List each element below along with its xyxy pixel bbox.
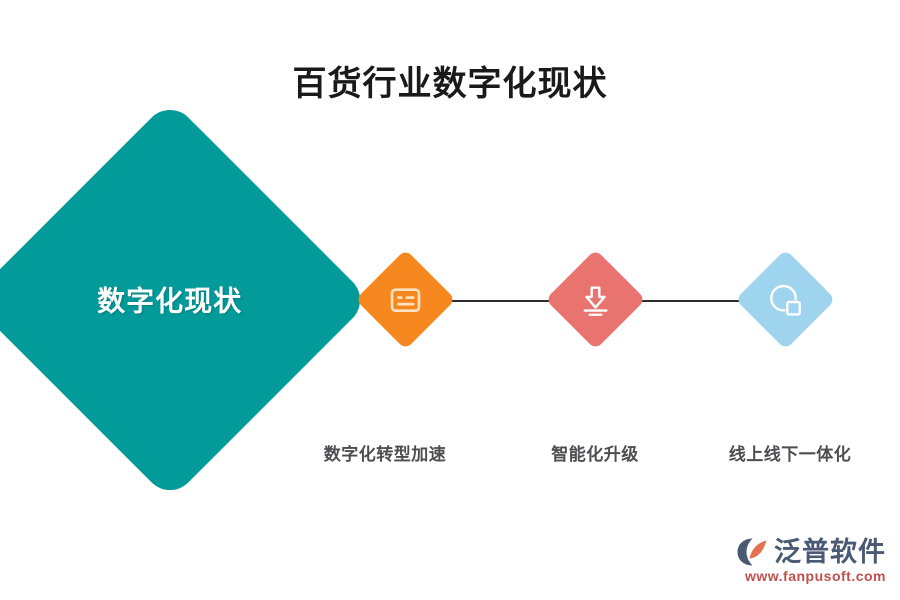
step-3-label: 线上线下一体化 (728, 445, 852, 464)
step-2-label: 智能化升级 (551, 445, 639, 464)
step-2-diamond[interactable] (545, 249, 646, 350)
watermark: 泛普软件 www.fanpusoft.com (736, 537, 886, 584)
form-card-icon (386, 280, 426, 320)
watermark-brand-row: 泛普软件 (736, 537, 886, 567)
step-1-diamond[interactable] (355, 249, 456, 350)
page-title: 百货行业数字化现状 (292, 65, 608, 103)
step-1-label: 数字化转型加速 (323, 445, 447, 464)
main-node-label: 数字化现状 (97, 285, 243, 317)
pie-chart-square-icon (766, 280, 806, 320)
step-3-diamond[interactable] (735, 249, 836, 350)
download-arrow-icon (576, 280, 616, 320)
watermark-brand: 泛普软件 (774, 537, 886, 567)
fanpu-logo-icon (736, 537, 770, 567)
watermark-url: www.fanpusoft.com (745, 568, 886, 584)
